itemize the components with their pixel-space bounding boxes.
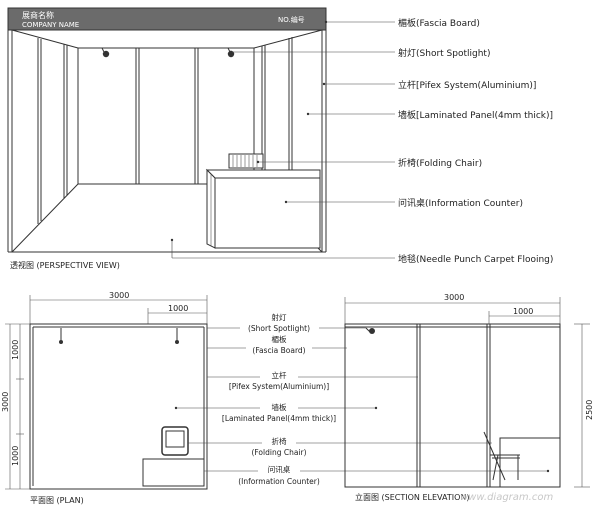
back-wall [77,47,255,185]
plan-dim-depth: 3000 [1,392,10,412]
spotlight-left-icon [101,47,110,58]
center-label-spotlight-cn: 射灯 [272,312,287,322]
elevation-view: 3000 1000 2500 立面图 (SECTION [344,293,594,502]
fascia-board [7,7,327,31]
elevation-dim-width: 3000 [444,293,464,302]
callout-labels: 楣板(Fascia Board) 射灯(Short Spotlight) 立杆[… [398,17,553,265]
elevation-folding-chair-icon [483,431,520,481]
fascia-company-name-en: COMPANY NAME [22,21,79,29]
center-label-counter-en: (Information Counter) [238,477,320,486]
callout-information-counter: 问讯桌(Information Counter) [398,197,523,209]
center-label-chair-cn: 折椅 [272,436,287,446]
perspective-view: 展商名称 COMPANY NAME NO.编号 [7,7,327,270]
plan-view: 3000 1000 3000 10 [1,291,208,505]
plan-spotlight-left-icon [59,328,63,344]
fascia-company-name-cn: 展商名称 [22,10,54,20]
spotlight-right-icon [227,47,235,58]
elevation-title: 立面图 (SECTION ELEVATION) [355,492,469,502]
callout-folding-chair: 折椅(Folding Chair) [398,157,482,169]
plan-booth-outline [29,323,208,490]
plan-dim-width: 3000 [109,291,129,300]
callout-short-spotlight: 射灯(Short Spotlight) [398,47,490,59]
callout-fascia-board: 楣板(Fascia Board) [398,17,480,29]
plan-dim-left-1: 1000 [11,340,20,360]
fascia-booth-number: NO.编号 [278,15,305,24]
plan-dim-left-2: 1000 [11,446,20,466]
elevation-dim-sub: 1000 [513,307,533,316]
information-counter [205,168,321,249]
perspective-view-title: 透视图 (PERSPECTIVE VIEW) [10,260,120,270]
plan-information-counter [142,458,205,487]
plan-title: 平面图 (PLAN) [30,496,84,505]
center-label-fascia-cn: 楣板 [272,334,287,344]
callout-pifex-system: 立杆[Pifex System(Aluminium)] [398,79,536,91]
callout-carpet: 地毯(Needle Punch Carpet Flooing) [398,253,553,265]
center-label-chair-en: (Folding Chair) [251,448,306,457]
center-labels: 射灯 (Short Spotlight) 楣板 (Fascia Board) 立… [174,312,550,486]
center-label-counter-cn: 问讯桌 [268,464,291,474]
callout-leaders [170,20,395,259]
center-label-pifex-cn: 立杆 [272,370,287,380]
elevation-dim-height: 2500 [585,400,594,420]
plan-spotlight-right-icon [175,328,179,344]
center-label-panel-en: [Laminated Panel(4mm thick)] [222,414,336,423]
plan-folding-chair-icon [161,426,189,456]
callout-laminated-panel: 墙板[Laminated Panel(4mm thick)] [398,109,553,121]
elevation-spotlight-icon [365,327,375,334]
elevation-information-counter [499,437,561,488]
folding-chair-icon [228,153,264,169]
center-label-fascia-en: (Fascia Board) [252,346,305,355]
center-label-pifex-en: [Pifex System(Aluminium)] [229,382,329,391]
watermark: www.diagram.com [460,492,553,503]
plan-dim-sub: 1000 [168,304,188,313]
center-label-panel-cn: 墙板 [272,402,287,412]
elevation-booth-outline [344,323,561,488]
center-label-spotlight-en: (Short Spotlight) [248,324,310,333]
